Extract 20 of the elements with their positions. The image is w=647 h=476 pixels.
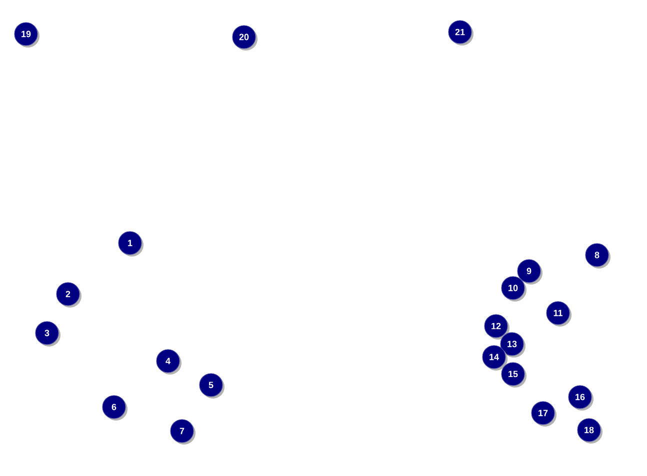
callout-number: 5 [199,373,224,398]
callout-number: 1 [118,231,144,256]
callout-number: 8 [585,243,610,268]
callout-number: 7 [170,419,196,444]
callout-number: 12 [484,314,510,340]
callout-number: 20 [232,25,258,50]
callout-number: 4 [156,349,182,374]
callout-number: 6 [102,395,128,420]
callout-number: 21 [448,20,474,46]
callout-number: 14 [482,345,508,370]
callout-number: 10 [501,276,526,302]
callout-number: 2 [56,282,82,308]
callout-number: 9 [517,259,542,284]
callout-number: 15 [501,362,526,388]
callout-number: 3 [35,321,60,346]
callout-number: 18 [577,418,602,444]
callout-number: 16 [568,385,594,410]
callout-number: 19 [14,22,40,48]
callout-number: 11 [546,301,572,326]
callout-number: 17 [531,401,556,426]
